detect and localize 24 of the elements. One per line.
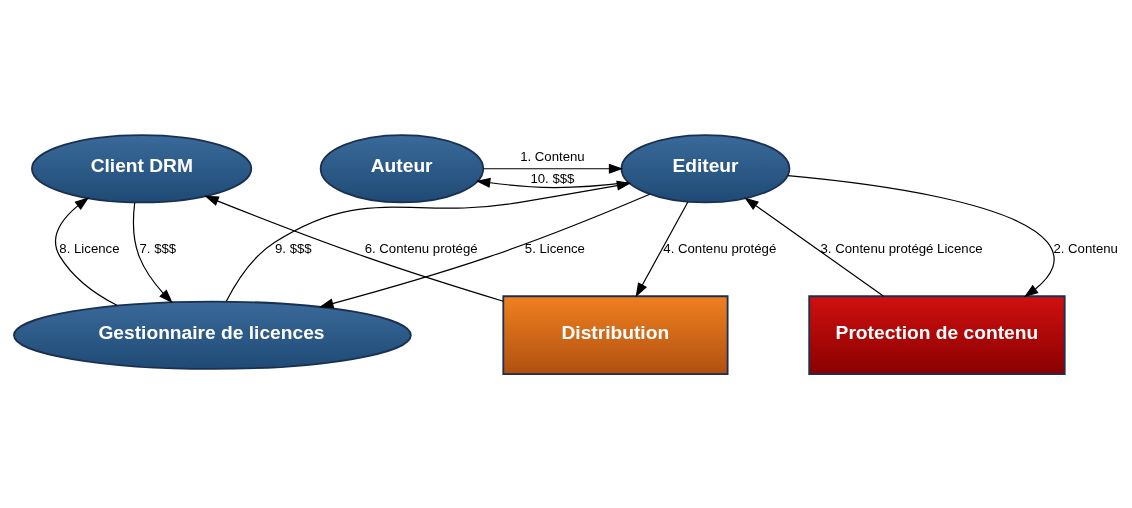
edge-label: 8. Licence [59, 240, 120, 256]
node-box: Distribution [502, 294, 729, 375]
node-box: Protection de contenu [808, 294, 1066, 375]
edge-label: 5. Licence [524, 240, 585, 256]
arrow [319, 193, 651, 308]
edge-label: 10. $$$ [530, 170, 575, 186]
arrow [635, 200, 689, 297]
arrow [55, 196, 118, 306]
arrow [204, 195, 504, 302]
node-ellipse: Auteur [319, 133, 485, 203]
arrow [483, 163, 624, 174]
arrow [787, 174, 1055, 297]
edge-label: 9. $$$ [275, 240, 312, 256]
edge-label: 7. $$$ [139, 240, 177, 256]
arrow [744, 196, 885, 297]
arrow [225, 180, 632, 302]
edge-label: 6. Contenu protégé [364, 240, 478, 256]
edge-label: 3. Contenu protégé Licence [820, 240, 983, 256]
node-ellipse: Editeur [620, 133, 791, 203]
arrow [132, 201, 173, 303]
edge-label: 4. Contenu protégé [663, 240, 777, 256]
edge-label: 2. Contenu [1053, 240, 1118, 256]
node-ellipse: Client DRM [31, 133, 253, 203]
edge-label: 1. Contenu [520, 148, 585, 164]
